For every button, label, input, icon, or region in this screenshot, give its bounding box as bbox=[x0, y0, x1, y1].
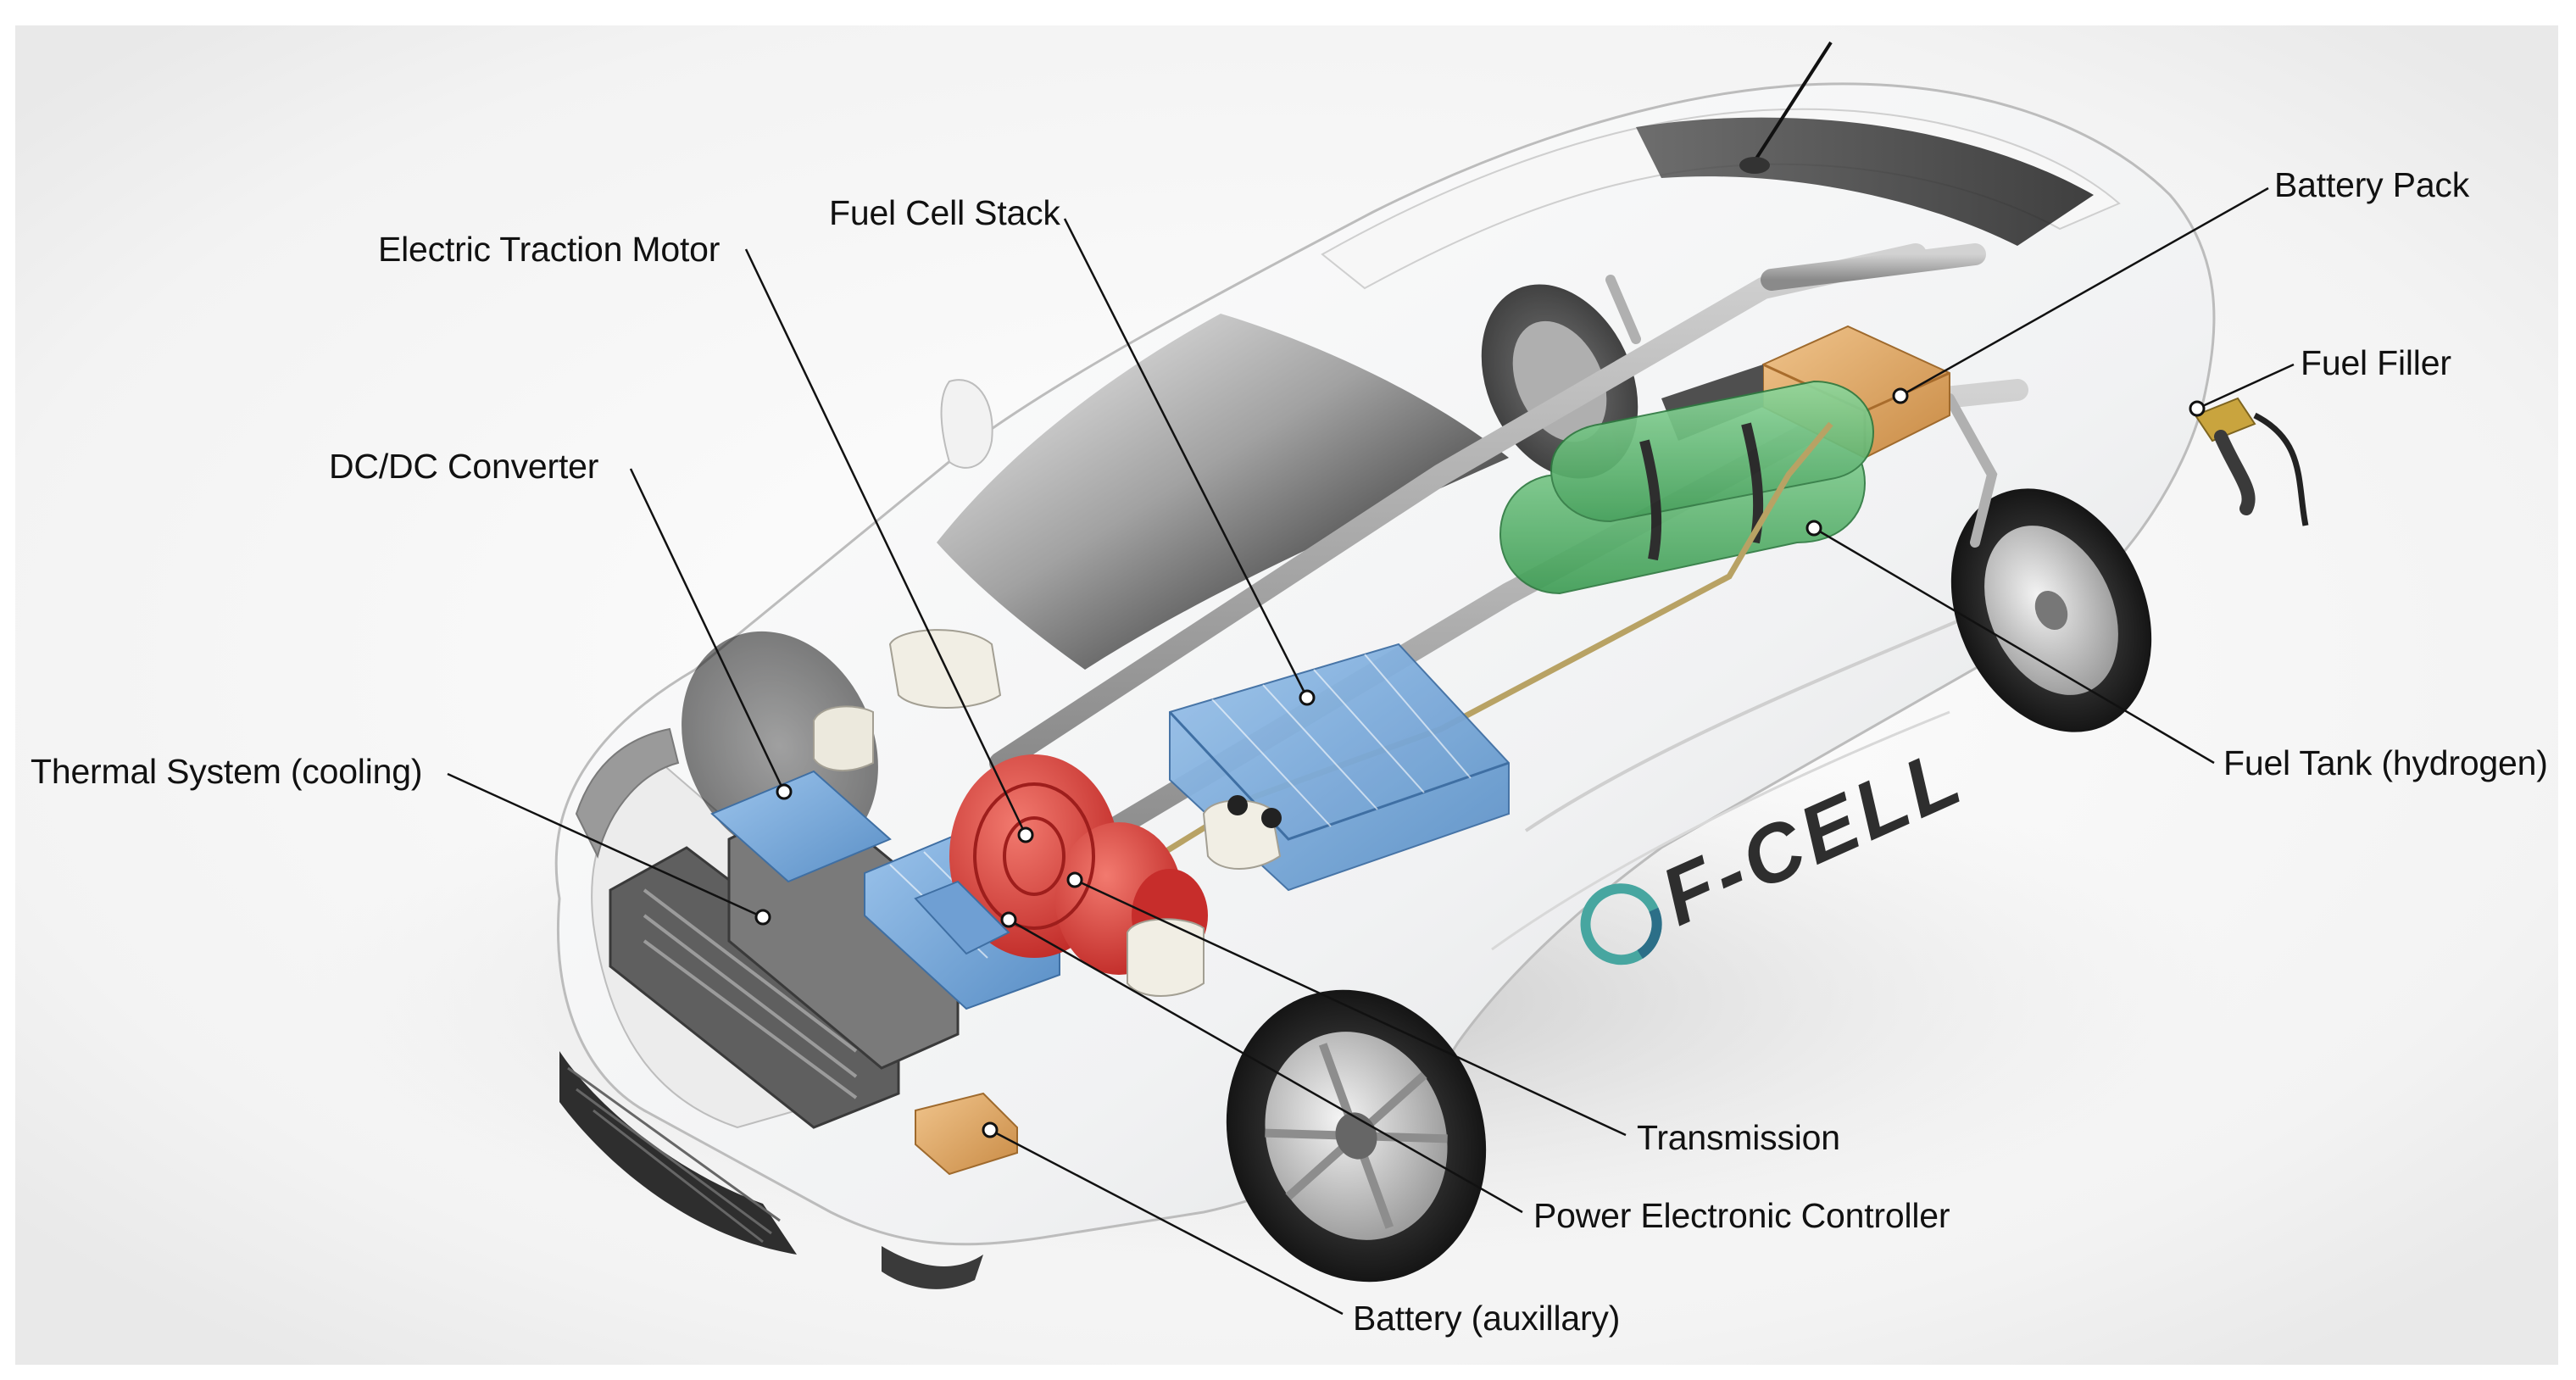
rear-window bbox=[1636, 117, 2094, 246]
front-grille bbox=[559, 1051, 797, 1255]
hydrogen-fuel-tanks bbox=[1499, 380, 1875, 595]
leader-thermal-system bbox=[447, 772, 764, 919]
label-fuel-cell-stack: Fuel Cell Stack bbox=[829, 193, 1060, 232]
rear-right-wheel bbox=[1950, 488, 2152, 732]
label-power-electronic-controller: Power Electronic Controller bbox=[1533, 1196, 1950, 1235]
fuel-filler-nozzle bbox=[2194, 397, 2309, 526]
dot-fuel-cell-stack bbox=[1299, 689, 1316, 706]
label-transmission: Transmission bbox=[1637, 1118, 1840, 1157]
leader-battery-auxiliary bbox=[989, 1128, 1344, 1316]
coolant-reservoirs bbox=[813, 629, 1282, 997]
callout-dots bbox=[754, 387, 2206, 1138]
dot-electric-traction-motor bbox=[1017, 826, 1034, 843]
dot-fuel-filler bbox=[2189, 400, 2206, 417]
leader-power-electronic-controller bbox=[1008, 918, 1523, 1214]
label-fuel-tank: Fuel Tank (hydrogen) bbox=[2223, 743, 2548, 782]
power-electronic-controller bbox=[914, 880, 1010, 955]
leader-dcdc-converter bbox=[629, 468, 786, 793]
label-battery-auxiliary: Battery (auxillary) bbox=[1353, 1299, 1621, 1338]
leader-lines bbox=[447, 186, 2295, 1316]
leader-transmission bbox=[1074, 878, 1627, 1137]
auxiliary-battery bbox=[915, 1092, 1018, 1176]
label-thermal-system: Thermal System (cooling) bbox=[31, 752, 423, 791]
windshield bbox=[937, 314, 1509, 670]
dot-thermal-system bbox=[754, 909, 771, 926]
dot-dcdc-converter bbox=[776, 783, 793, 800]
leader-electric-traction-motor bbox=[744, 248, 1027, 836]
leader-fuel-cell-stack bbox=[1063, 218, 1309, 698]
dot-transmission bbox=[1066, 871, 1083, 888]
dot-battery-auxiliary bbox=[982, 1121, 999, 1138]
headlight bbox=[575, 727, 680, 859]
dot-power-electronic-controller bbox=[1000, 911, 1017, 928]
side-mirror bbox=[940, 379, 993, 469]
electric-traction-motor bbox=[949, 754, 1208, 975]
leader-battery-pack bbox=[1900, 186, 2269, 398]
label-fuel-filler: Fuel Filler bbox=[2301, 343, 2451, 382]
label-electric-traction-motor: Electric Traction Motor bbox=[378, 230, 721, 269]
front-right-wheel bbox=[1226, 989, 1487, 1283]
dot-battery-pack bbox=[1892, 387, 1909, 404]
label-battery-pack: Battery Pack bbox=[2274, 165, 2470, 204]
dot-fuel-tank bbox=[1805, 520, 1822, 537]
leader-fuel-tank bbox=[1813, 526, 2215, 765]
label-dcdc-converter: DC/DC Converter bbox=[329, 447, 599, 486]
leader-fuel-filler bbox=[2196, 363, 2295, 410]
